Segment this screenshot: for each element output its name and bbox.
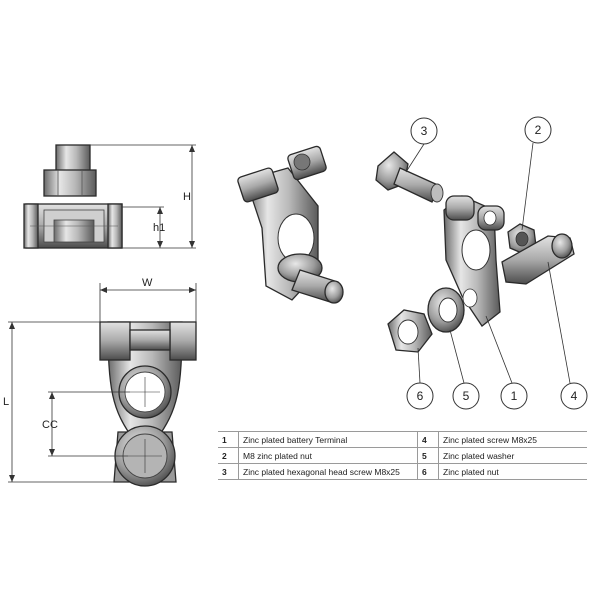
top-view-bolt bbox=[129, 329, 171, 351]
exploded-view bbox=[375, 151, 575, 353]
front-view bbox=[23, 144, 123, 249]
exploded-washer bbox=[427, 287, 465, 333]
top-view-nut-left bbox=[99, 321, 131, 361]
dimension-l: L bbox=[3, 321, 114, 483]
exploded-hex-screw bbox=[375, 151, 444, 203]
dimension-l-label: L bbox=[3, 396, 9, 408]
part-number: 2 bbox=[218, 447, 239, 464]
part-description: Zinc plated battery Terminal bbox=[238, 431, 418, 448]
dimension-cc-label: CC bbox=[42, 419, 58, 431]
part-number: 4 bbox=[417, 431, 439, 448]
callout-4 bbox=[560, 382, 588, 410]
callout-2 bbox=[524, 116, 552, 144]
front-view-screw bbox=[55, 144, 91, 174]
dimension-h1-label: h1 bbox=[153, 222, 165, 234]
exploded-screw bbox=[501, 233, 575, 285]
exploded-terminal bbox=[443, 195, 505, 327]
callout-6-label: 6 bbox=[417, 389, 424, 403]
callout-2-label: 2 bbox=[535, 123, 542, 137]
callout-3-label: 3 bbox=[421, 124, 428, 138]
part-number: 5 bbox=[417, 447, 439, 464]
callout-5-label: 5 bbox=[463, 389, 470, 403]
callout-1-label: 1 bbox=[511, 389, 518, 403]
assembled-nut-left bbox=[237, 167, 279, 203]
callouts: 3 2 6 5 1 4 bbox=[405, 116, 588, 410]
dimension-h: H bbox=[90, 144, 196, 249]
part-description: Zinc plated washer bbox=[438, 447, 587, 464]
part-number: 6 bbox=[417, 463, 439, 480]
part-number: 3 bbox=[218, 463, 239, 480]
dimension-h-label: H bbox=[183, 191, 191, 203]
dimension-cc: CC bbox=[42, 391, 130, 457]
exploded-nut bbox=[387, 309, 433, 353]
callout-4-label: 4 bbox=[571, 389, 578, 403]
callout-5 bbox=[452, 382, 480, 410]
dimension-w: W bbox=[99, 277, 197, 322]
part-description: Zinc plated screw M8x25 bbox=[438, 431, 587, 448]
top-view-nut-right bbox=[169, 321, 197, 361]
callout-1 bbox=[500, 382, 528, 410]
callout-3 bbox=[410, 117, 438, 145]
front-view-nut bbox=[43, 169, 97, 197]
dimension-w-label: W bbox=[142, 277, 153, 289]
table-row: 1 Zinc plated battery Terminal 4 Zinc pl… bbox=[218, 431, 587, 448]
table-row: 3 Zinc plated hexagonal head screw M8x25… bbox=[218, 463, 587, 480]
dimension-h1: h1 bbox=[122, 206, 165, 248]
callout-6 bbox=[406, 382, 434, 410]
part-description: Zinc plated hexagonal head screw M8x25 bbox=[238, 463, 418, 480]
assembled-isometric-view bbox=[237, 145, 344, 304]
parts-list-table: 1 Zinc plated battery Terminal 4 Zinc pl… bbox=[218, 431, 587, 480]
part-number: 1 bbox=[218, 431, 239, 448]
table-row: 2 M8 zinc plated nut 5 Zinc plated washe… bbox=[218, 447, 587, 464]
part-description: M8 zinc plated nut bbox=[238, 447, 418, 464]
part-description: Zinc plated nut bbox=[438, 463, 587, 480]
top-view bbox=[99, 321, 197, 487]
